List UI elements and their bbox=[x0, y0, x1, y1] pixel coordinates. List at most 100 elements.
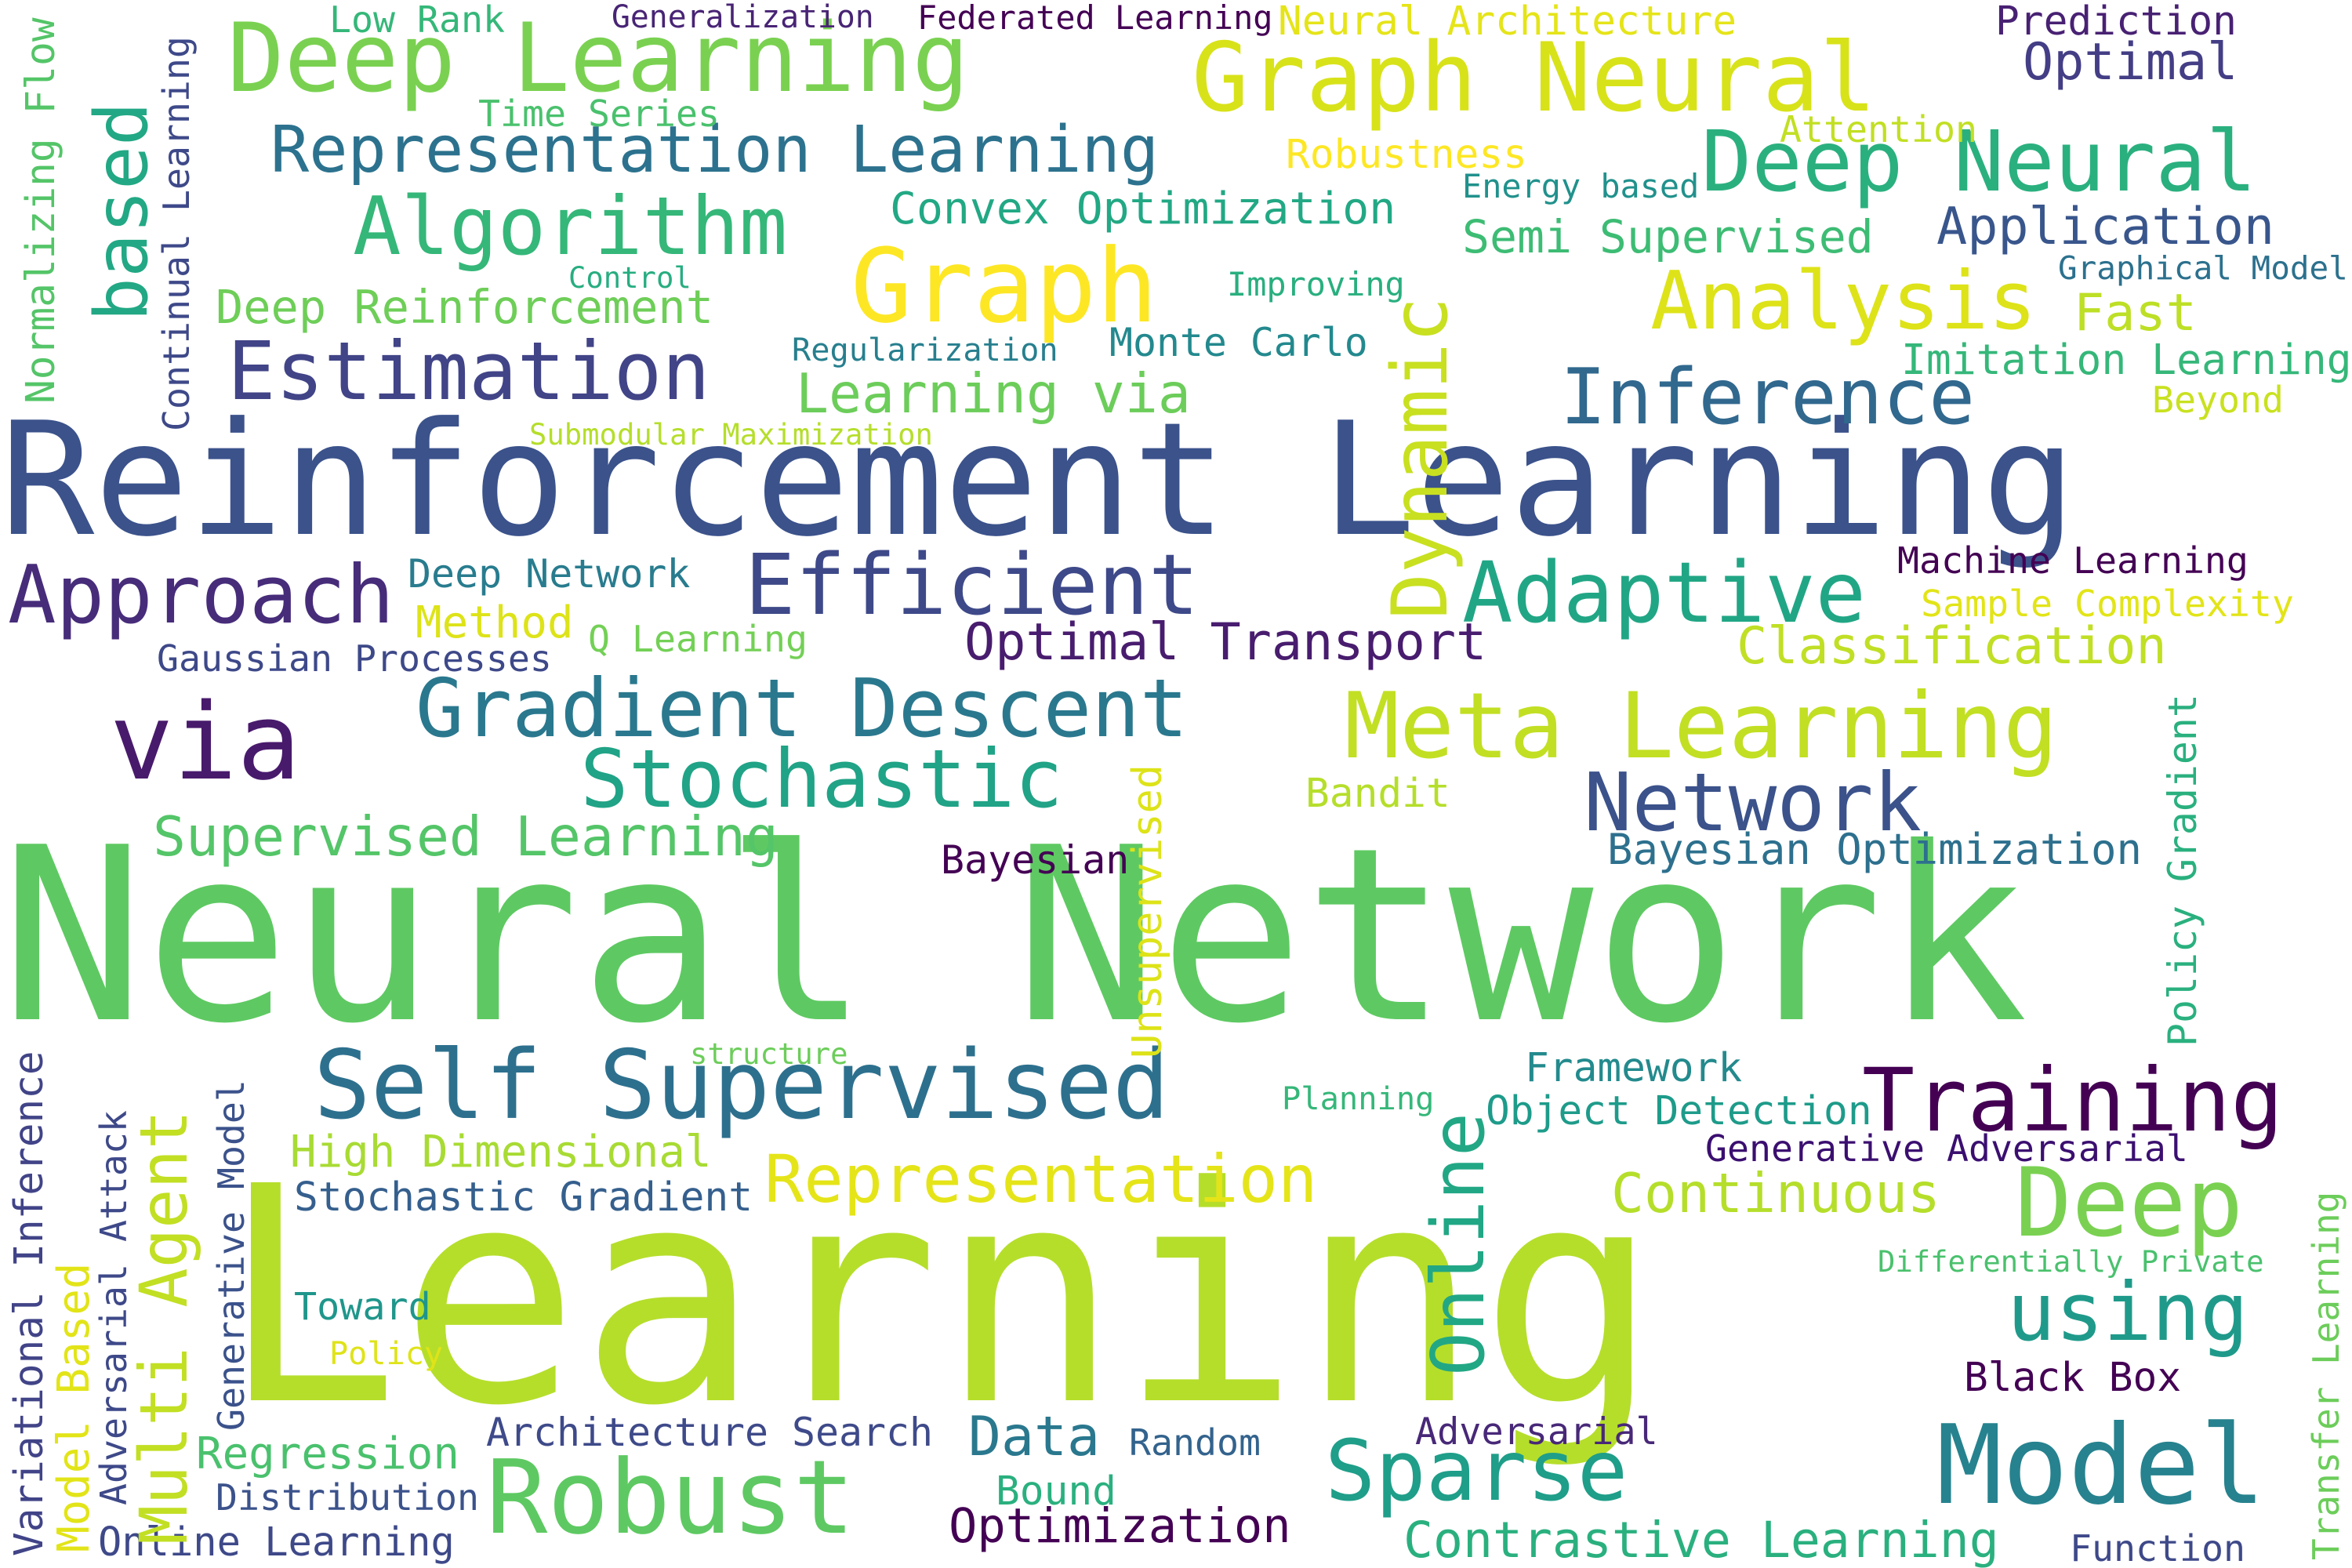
word: Unsupervised bbox=[1124, 764, 1172, 1058]
word: Graphical Model bbox=[2058, 249, 2348, 288]
word: Bound bbox=[996, 1468, 1116, 1515]
word: Differentially Private bbox=[1878, 1244, 2264, 1279]
word: Random bbox=[1129, 1421, 1261, 1464]
word: Energy based bbox=[1462, 166, 1700, 205]
word: Object Detection bbox=[1486, 1087, 1872, 1134]
word: Classification bbox=[1737, 617, 2167, 677]
word: Monte Carlo bbox=[1109, 319, 1368, 365]
word: Q Learning bbox=[588, 617, 808, 660]
word: Beyond bbox=[2152, 378, 2284, 421]
word: Federated Learning bbox=[917, 0, 1273, 37]
word: Method bbox=[416, 597, 574, 649]
word: Policy bbox=[329, 1336, 444, 1373]
word: Regularization bbox=[792, 332, 1058, 369]
word: Planning bbox=[1282, 1080, 1435, 1118]
word: Deep Network bbox=[408, 550, 691, 597]
word: Distribution bbox=[216, 1475, 479, 1519]
word: Variational Inference bbox=[6, 1051, 53, 1556]
word: Application bbox=[1936, 198, 2275, 257]
word: Prediction bbox=[1995, 0, 2237, 45]
word: Algorithm bbox=[353, 180, 788, 274]
word: Deep Neural bbox=[1701, 114, 2257, 212]
word: Adaptive bbox=[1462, 545, 1867, 643]
word: Policy Gradient bbox=[2160, 694, 2206, 1047]
word: Sample Complexity bbox=[1921, 582, 2294, 625]
word: Machine Learning bbox=[1897, 539, 2249, 582]
word: Gradient Descent bbox=[416, 662, 1189, 756]
word: Control bbox=[568, 260, 691, 296]
word: Learning bbox=[220, 1123, 1660, 1472]
word: Neural Network bbox=[0, 796, 2028, 1076]
word: Optimization bbox=[949, 1499, 1291, 1555]
word: Optimal Transport bbox=[964, 613, 1487, 673]
word: Deep bbox=[2015, 1147, 2244, 1258]
word: Robust bbox=[486, 1437, 855, 1557]
word: Online Learning bbox=[98, 1519, 455, 1566]
word: Reinforcement Learning bbox=[0, 388, 2077, 572]
word: Approach bbox=[8, 548, 394, 642]
word: using bbox=[2007, 1265, 2249, 1359]
word: Fast bbox=[2074, 284, 2197, 343]
word: Continual Learning bbox=[154, 36, 198, 431]
word: Training bbox=[1862, 1050, 2284, 1152]
word: Efficient bbox=[745, 537, 1200, 635]
word: Model bbox=[1936, 1402, 2266, 1530]
word: Function bbox=[2070, 1526, 2245, 1568]
word: Bayesian Optimization bbox=[1607, 825, 2142, 875]
word: Bandit bbox=[1305, 770, 1450, 817]
word: Framework bbox=[1525, 1044, 1743, 1091]
word: Submodular Maximization bbox=[529, 417, 933, 452]
word: Network bbox=[1584, 756, 1922, 850]
word: Inference bbox=[1560, 352, 1976, 442]
word: Data bbox=[968, 1404, 1100, 1468]
word: Robustness bbox=[1286, 131, 1527, 178]
word: Multi Agent bbox=[125, 1109, 203, 1544]
word: Deep Reinforcement bbox=[216, 281, 713, 335]
word: Stochastic bbox=[580, 732, 1063, 826]
word: Learning via bbox=[796, 361, 1191, 426]
word: via bbox=[110, 681, 301, 804]
word: Architecture Search bbox=[486, 1409, 933, 1455]
word: Estimation bbox=[227, 325, 710, 419]
word: Black Box bbox=[1964, 1354, 2182, 1401]
word: Graph bbox=[851, 226, 1158, 346]
word: Optimal bbox=[2023, 33, 2238, 93]
word: Contrastive Learning bbox=[1403, 1511, 1999, 1568]
word: based bbox=[78, 102, 164, 321]
word: Generalization bbox=[612, 0, 874, 35]
word: Sparse bbox=[1325, 1423, 1628, 1521]
word: Normalizing Flow bbox=[17, 17, 64, 404]
word: Continuous bbox=[1611, 1161, 1940, 1225]
word: Dynamic bbox=[1375, 296, 1465, 620]
word: structure bbox=[690, 1036, 848, 1072]
word: Online bbox=[1415, 1112, 1501, 1376]
word: Meta Learning bbox=[1345, 673, 2058, 780]
word: Regression bbox=[196, 1428, 459, 1480]
word: Time Series bbox=[478, 92, 720, 135]
word: Bayesian bbox=[941, 837, 1130, 883]
word: Representation Learning bbox=[270, 113, 1160, 188]
word: Toward bbox=[294, 1285, 431, 1330]
word: Generative Model bbox=[209, 1080, 252, 1431]
word: Semi Supervised bbox=[1462, 210, 1874, 264]
word: Low Rank bbox=[329, 0, 505, 41]
word: Gaussian Processes bbox=[157, 637, 552, 680]
word: Neural Architecture bbox=[1278, 0, 1737, 45]
word: Imitation Learning bbox=[1901, 336, 2352, 385]
word: Representation bbox=[764, 1141, 1318, 1218]
word: Attention bbox=[1780, 107, 1977, 151]
word: Analysis bbox=[1650, 254, 2037, 348]
word: Transfer Learning bbox=[2304, 1191, 2347, 1560]
word: Deep Learning bbox=[227, 2, 970, 114]
word: Model Based bbox=[49, 1262, 100, 1552]
word: Generative Adversarial bbox=[1705, 1127, 2188, 1170]
word: Improving bbox=[1227, 264, 1405, 303]
word: Supervised Learning bbox=[153, 804, 779, 869]
word: Convex Optimization bbox=[890, 183, 1396, 235]
word: Adversarial bbox=[1415, 1411, 1658, 1454]
word: Self Supervised bbox=[314, 1029, 1170, 1141]
word: High Dimensional bbox=[290, 1127, 712, 1178]
word: Graph Neural bbox=[1192, 22, 1877, 133]
word: Stochastic Gradient bbox=[294, 1174, 753, 1221]
